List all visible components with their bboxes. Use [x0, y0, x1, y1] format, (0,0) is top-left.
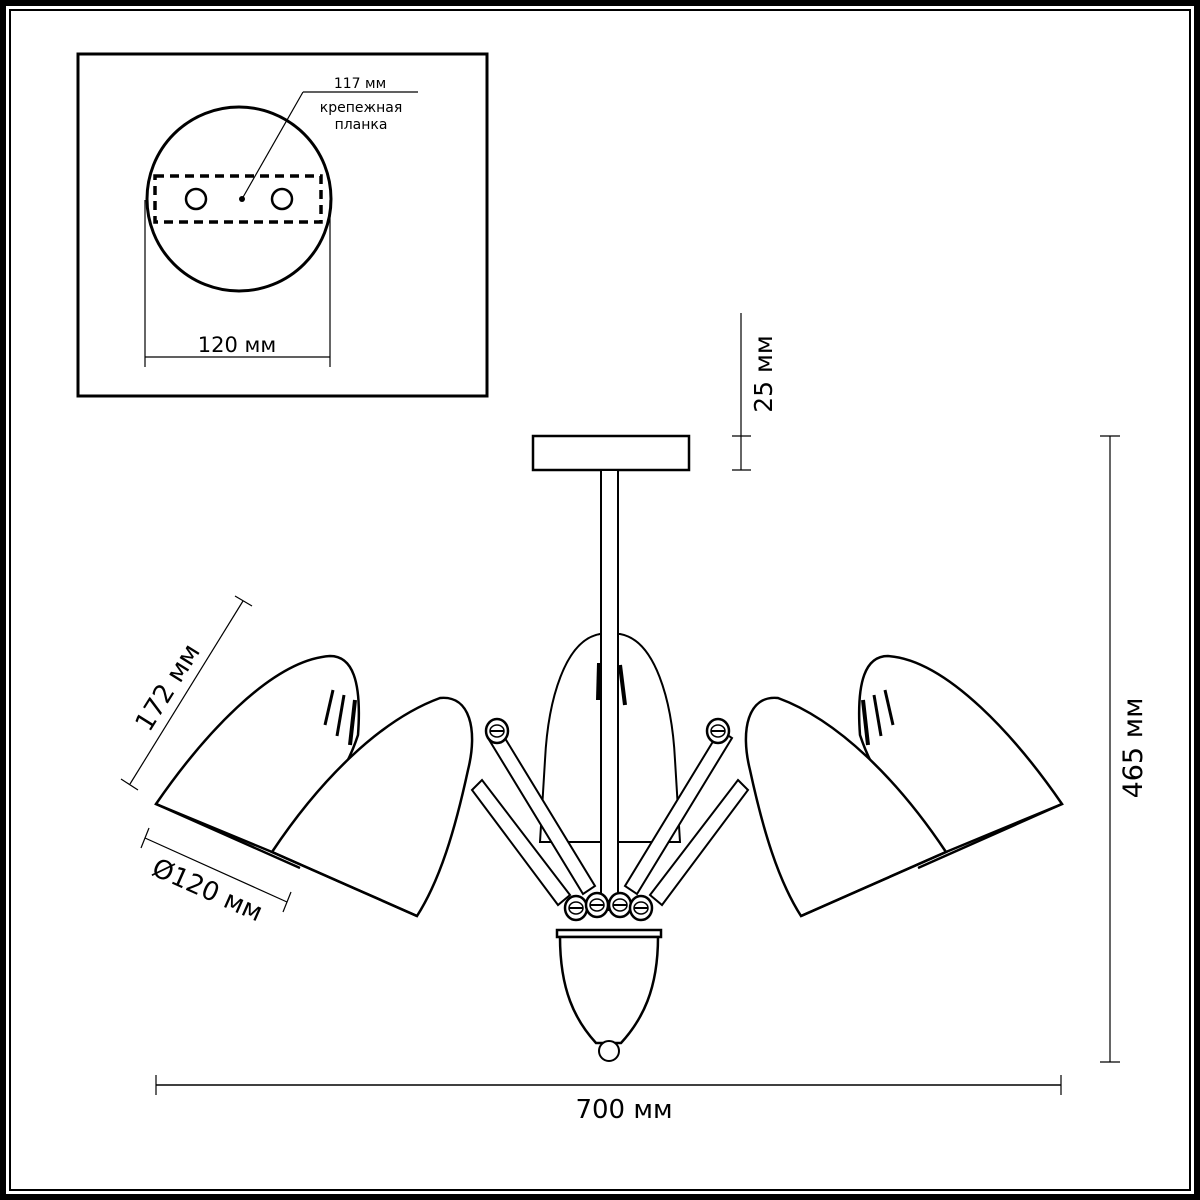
bracket-label-line2: планка: [335, 117, 388, 133]
dimension-total-width: 700 мм: [155, 1075, 1062, 1125]
bottom-finial: [598, 1040, 620, 1062]
dimension-base-height: 25 мм: [732, 313, 778, 471]
ceiling-canopy: [531, 434, 691, 472]
screw-hole-right: [270, 187, 294, 211]
shade-left-inner: [270, 696, 474, 918]
bracket-label-line1: крепежная: [320, 100, 403, 116]
shade-right-inner: [744, 696, 948, 918]
bottom-cup: [555, 928, 663, 1062]
base-diameter-label: 120 мм: [198, 333, 276, 357]
base-plate-circle: [145, 105, 333, 293]
base-height-label: 25 мм: [749, 335, 778, 412]
total-width-label: 700 мм: [575, 1095, 672, 1125]
arms: [470, 728, 750, 907]
bracket-leader-line: [241, 91, 304, 200]
shade-diameter-label: Ø120 мм: [147, 853, 267, 928]
mounting-bracket: [153, 174, 323, 224]
center-rod: [600, 469, 619, 911]
total-height-label: 465 мм: [1118, 698, 1149, 799]
inset-panel: 117 мм крепежная планка 120 мм: [76, 52, 489, 398]
dimension-total-height: 465 мм: [1100, 435, 1149, 1063]
inner-frame: [9, 9, 1191, 1191]
screw-hole-left: [184, 187, 208, 211]
bracket-length-label: 117 мм: [334, 76, 386, 92]
